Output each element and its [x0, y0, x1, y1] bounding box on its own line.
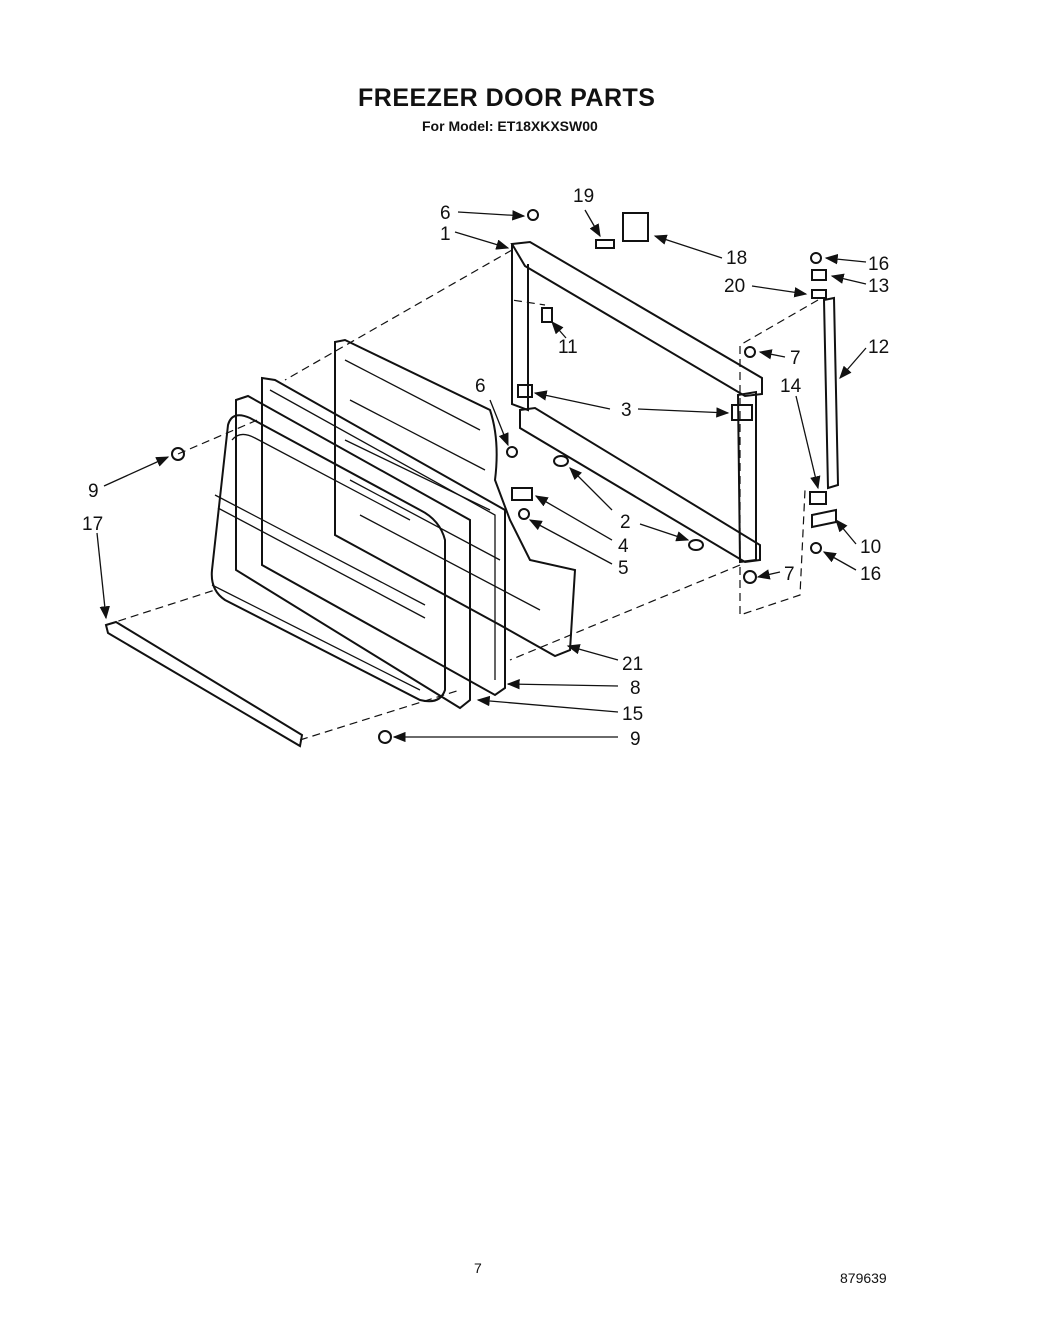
callout-9-left: 9 [88, 481, 99, 502]
callout-15: 15 [622, 704, 643, 725]
page-number: 7 [474, 1260, 482, 1276]
callout-5: 5 [618, 558, 629, 579]
callout-7-bottom: 7 [784, 564, 795, 585]
callout-21: 21 [622, 654, 643, 675]
model-subtitle: For Model: ET18XKXSW00 [422, 118, 598, 134]
callout-18: 18 [726, 248, 747, 269]
hardware-parts [171, 209, 837, 744]
hinge-bracket-3-right [731, 404, 753, 421]
screw-5 [518, 508, 530, 520]
callout-12: 12 [868, 337, 889, 358]
trim-strip-part [104, 620, 304, 748]
washer-20 [811, 289, 827, 299]
hinge-10 [811, 508, 837, 529]
callout-19: 19 [573, 186, 594, 207]
hinge-bracket-3-left [517, 384, 533, 398]
screw-16-top [810, 252, 822, 264]
screw-6-mid [506, 446, 518, 458]
bushing-2b [688, 539, 704, 551]
callout-13: 13 [868, 276, 889, 297]
callout-7-top: 7 [790, 348, 801, 369]
tape-19 [595, 239, 615, 249]
assembly-dashed-lines [105, 249, 819, 741]
hinge-bracket-14 [809, 491, 827, 505]
callout-10: 10 [860, 537, 881, 558]
screw-6-top [527, 209, 539, 221]
screw-7-top [744, 346, 756, 358]
door-liner-part [210, 394, 471, 710]
screw-9-left [171, 447, 185, 461]
hinge-4 [511, 487, 533, 501]
hinge-arm-part [822, 296, 840, 490]
insulation-panel-part [334, 338, 577, 658]
door-frame-part [510, 240, 763, 564]
callout-1: 1 [440, 224, 451, 245]
callout-3: 3 [621, 400, 632, 421]
callout-16-bottom: 16 [860, 564, 881, 585]
callout-6-top: 6 [440, 203, 451, 224]
bushing-2a [553, 455, 569, 467]
callout-8: 8 [630, 678, 641, 699]
callout-2: 2 [620, 512, 631, 533]
screw-9-bottom [378, 730, 392, 744]
callout-17: 17 [82, 514, 103, 535]
label-18 [622, 212, 649, 242]
callout-11: 11 [558, 337, 578, 358]
callout-6-mid: 6 [475, 376, 486, 397]
callout-20: 20 [724, 276, 745, 297]
screw-7-bottom [743, 570, 757, 584]
document-number: 879639 [840, 1270, 887, 1286]
callout-16-top: 16 [868, 254, 889, 275]
hinge-pin-13 [811, 269, 827, 281]
plug-11 [541, 307, 553, 323]
page-title: FREEZER DOOR PARTS [358, 84, 656, 112]
callout-labels: 6 1 19 18 16 13 20 12 7 11 3 6 14 2 4 5 … [82, 186, 889, 750]
door-gasket-part [261, 376, 506, 697]
leader-lines [96, 209, 867, 743]
callout-4: 4 [618, 536, 629, 557]
callout-9-bottom: 9 [630, 729, 641, 750]
callout-14: 14 [780, 376, 802, 397]
screw-16-bottom [810, 542, 822, 554]
